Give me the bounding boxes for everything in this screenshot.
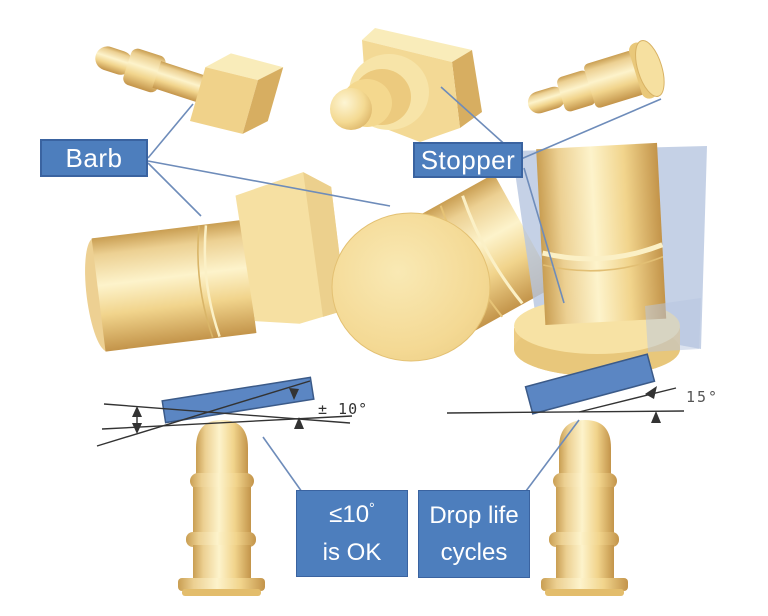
barb-label: Barb — [40, 139, 148, 177]
drop-life-line2: cycles — [440, 539, 508, 566]
tilt-ok-note: ≤10° is OK — [296, 490, 408, 577]
barb-label-text: Barb — [65, 142, 123, 173]
pin-barb-assembly — [95, 46, 284, 134]
tilt-plate-right — [524, 353, 656, 415]
barb-cube — [189, 53, 284, 134]
tilt-ok-line1: ≤10° — [329, 501, 375, 529]
degree-sign: ° — [369, 501, 375, 518]
stopper-label: Stopper — [413, 142, 523, 178]
stopper-block — [330, 28, 482, 142]
pogo-pin-right — [541, 420, 628, 596]
pogo-pin-left — [178, 420, 265, 596]
flange-closeup — [512, 142, 707, 376]
barb-closeup — [85, 172, 347, 352]
drop-life-line1: Drop life — [429, 501, 519, 529]
drop-life-note: Drop life cycles — [418, 490, 530, 578]
tilt-ok-line2: is OK — [322, 538, 382, 566]
left-angle-value: ± 10° — [318, 400, 369, 418]
pin-with-flange — [527, 40, 665, 114]
pin-ball-tip — [330, 88, 372, 130]
stopper-label-text: Stopper — [420, 144, 516, 175]
dimension-lines-left — [96, 380, 353, 447]
right-angle-value: 15° — [686, 388, 720, 406]
stopper-closeup — [331, 173, 556, 362]
tilt-plate-left — [161, 376, 315, 424]
dimension-lines-right — [446, 386, 685, 423]
